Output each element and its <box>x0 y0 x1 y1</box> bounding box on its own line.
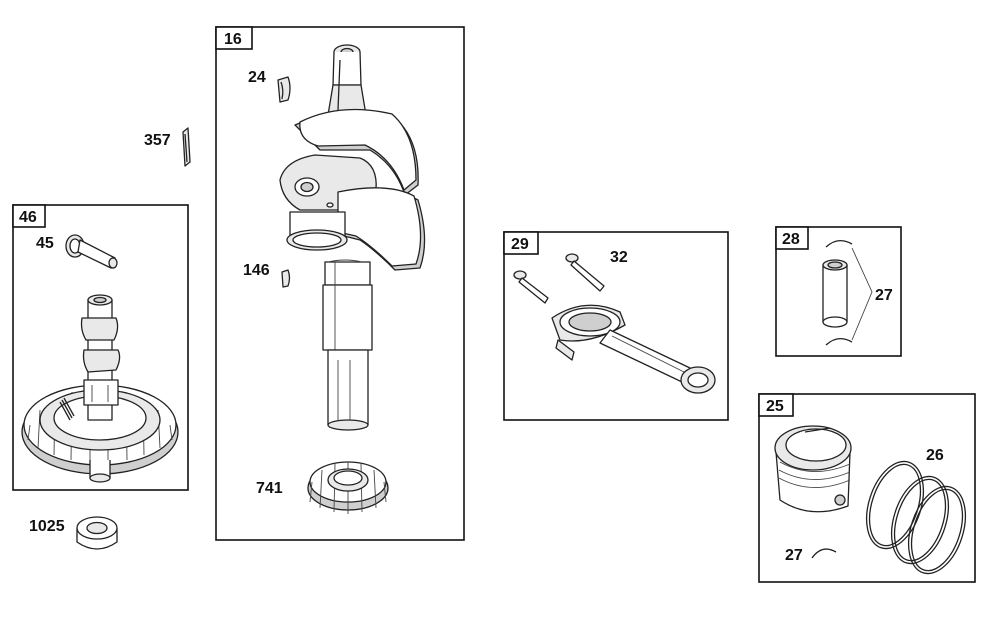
callout-146: 146 <box>243 262 270 279</box>
crankshaft-part <box>279 44 426 431</box>
group-46-camshaft: 46 45 <box>12 204 189 491</box>
callout-24: 24 <box>248 69 266 86</box>
callout-45: 45 <box>36 235 54 252</box>
piston-pin-part <box>822 259 848 328</box>
group-29-connecting-rod: 29 32 <box>503 231 729 421</box>
callout-32: 32 <box>610 249 628 266</box>
tappet-45 <box>65 234 118 269</box>
callout-741: 741 <box>256 480 283 497</box>
piston-clip-27 <box>811 548 837 559</box>
pin-357 <box>182 127 191 167</box>
piston-part <box>774 425 852 513</box>
callout-26: 26 <box>926 447 944 464</box>
group-16-tag <box>215 26 253 50</box>
group-46-tag <box>12 204 46 228</box>
group-16-frame <box>215 26 465 541</box>
group-16-label: 16 <box>224 31 242 48</box>
camshaft-part <box>21 294 179 483</box>
rod-bolt-32b <box>565 253 605 292</box>
piston-rings-26 <box>865 460 967 575</box>
group-25-frame <box>758 393 976 583</box>
crank-gear-741 <box>307 461 389 514</box>
group-29-tag <box>503 231 539 255</box>
group-46-label: 46 <box>19 209 37 226</box>
group-25-tag <box>758 393 794 417</box>
group-29-label: 29 <box>511 236 529 253</box>
pin-clip-bottom <box>825 338 853 346</box>
callout-27a-leader <box>851 247 873 341</box>
callout-1025: 1025 <box>29 518 65 535</box>
callout-27a: 27 <box>875 287 893 304</box>
group-46-frame <box>12 204 189 491</box>
callout-357: 357 <box>144 132 171 149</box>
woodruff-key-24 <box>277 76 291 103</box>
key-146 <box>281 269 291 288</box>
group-28-label: 28 <box>782 231 800 248</box>
group-29-frame <box>503 231 729 421</box>
group-28-frame <box>775 226 902 357</box>
group-28-piston-pin: 28 <box>775 226 902 357</box>
group-16-crankshaft: 16 24 146 <box>215 26 465 541</box>
connecting-rod-part <box>551 304 716 394</box>
group-28-tag <box>775 226 809 250</box>
callout-27b: 27 <box>785 547 803 564</box>
group-25-label: 25 <box>766 398 784 415</box>
group-25-piston: 25 26 <box>758 393 976 583</box>
pin-clip-top <box>825 240 853 248</box>
seal-1025 <box>76 516 118 550</box>
rod-bolt-32a <box>513 270 549 304</box>
